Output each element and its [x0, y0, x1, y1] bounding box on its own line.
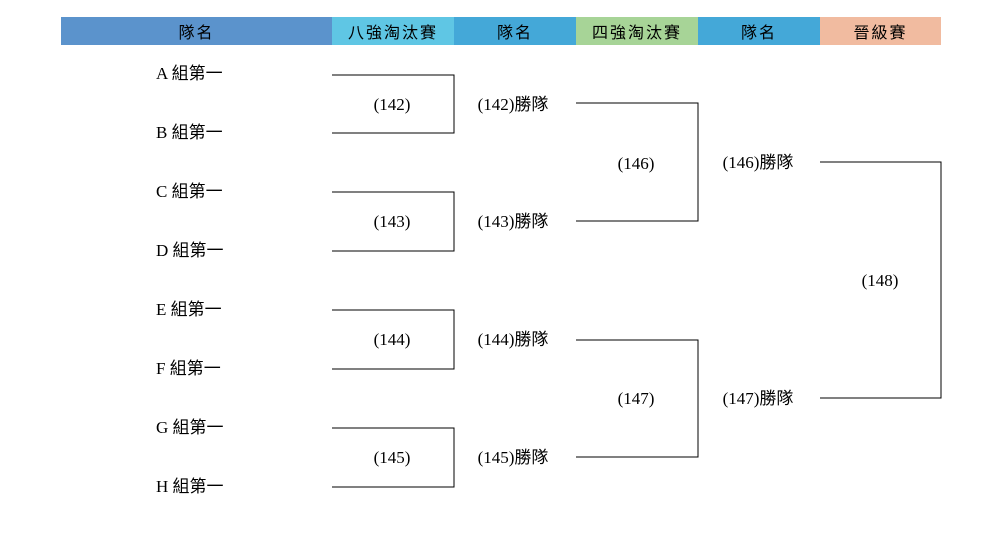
- match-147: (147): [617, 389, 655, 408]
- bracket-qf-142: [332, 74, 455, 134]
- winner-146: (146)勝隊: [722, 153, 794, 172]
- header-quarterfinal: 八強淘汰賽: [332, 17, 454, 45]
- match-144: (144): [373, 330, 411, 349]
- match-148: (148): [861, 271, 899, 290]
- match-143: (143): [373, 212, 411, 231]
- bracket-qf-145: [332, 427, 455, 488]
- match-142: (142): [373, 95, 411, 114]
- winner-142: (142)勝隊: [477, 95, 549, 114]
- team-h: H 組第一: [156, 477, 224, 496]
- match-145: (145): [373, 448, 411, 467]
- bracket-qf-144: [332, 309, 455, 370]
- bracket-sf-147: [576, 339, 699, 458]
- team-g: G 組第一: [156, 418, 224, 437]
- header-team-name-2: 隊名: [454, 17, 576, 45]
- header-semifinal: 四強淘汰賽: [576, 17, 698, 45]
- team-f: F 組第一: [156, 359, 221, 378]
- header-team-name-3: 隊名: [698, 17, 820, 45]
- header-team-name-1: 隊名: [61, 17, 332, 45]
- winner-143: (143)勝隊: [477, 212, 549, 231]
- winner-145: (145)勝隊: [477, 448, 549, 467]
- bracket-qf-143: [332, 191, 455, 252]
- team-d: D 組第一: [156, 241, 224, 260]
- team-e: E 組第一: [156, 300, 222, 319]
- bracket-final-148: [820, 161, 942, 399]
- winner-144: (144)勝隊: [477, 330, 549, 349]
- team-a: A 組第一: [156, 64, 223, 83]
- team-b: B 組第一: [156, 123, 223, 142]
- team-c: C 組第一: [156, 182, 223, 201]
- bracket-sf-146: [576, 102, 699, 222]
- match-146: (146): [617, 154, 655, 173]
- winner-147: (147)勝隊: [722, 389, 794, 408]
- header-final: 晉級賽: [820, 17, 941, 45]
